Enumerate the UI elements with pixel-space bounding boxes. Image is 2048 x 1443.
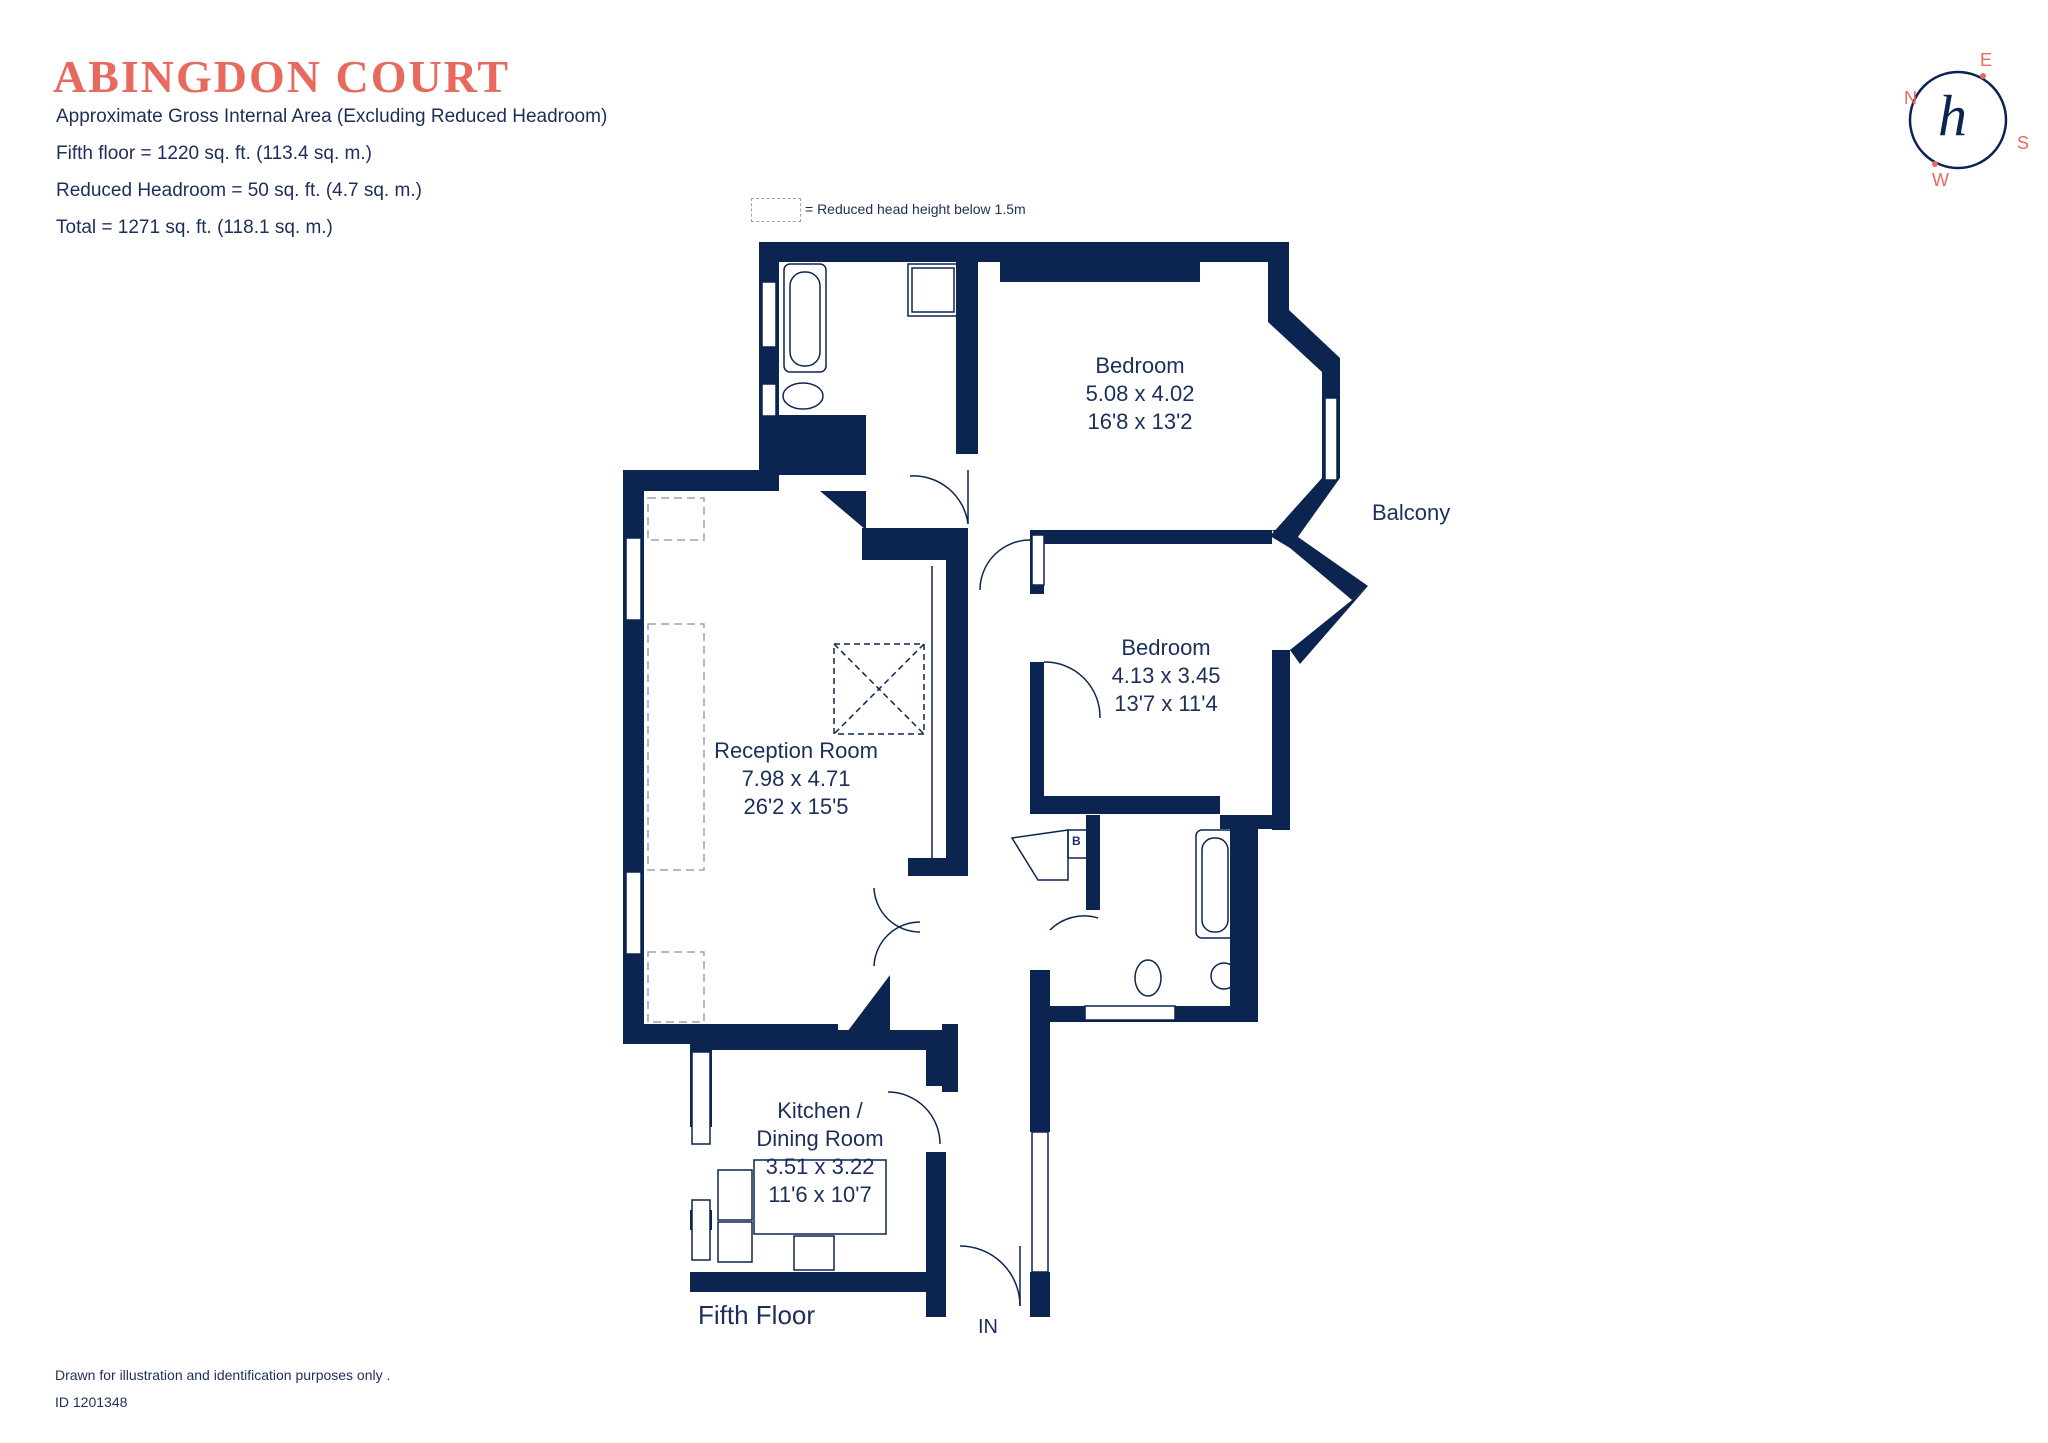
- disclaimer: Drawn for illustration and identificatio…: [55, 1367, 391, 1383]
- plan-id: ID 1201348: [55, 1394, 128, 1410]
- balcony-label: Balcony: [1372, 500, 1451, 525]
- entrance-label: IN: [978, 1316, 998, 1338]
- reception-room-label: Reception Room 7.98 x 4.71 26'2 x 15'5: [676, 737, 916, 821]
- compass-south: S: [2017, 133, 2030, 153]
- kitchen-label: Kitchen / Dining Room 3.51 x 3.22 11'6 x…: [720, 1097, 920, 1209]
- bedroom-1-label: Bedroom 5.08 x 4.02 16'8 x 13'2: [1040, 352, 1240, 436]
- fifth-floor-area: Fifth floor = 1220 sq. ft. (113.4 sq. m.…: [56, 143, 372, 164]
- windows: [625, 281, 1338, 1273]
- room-name: Bedroom: [1095, 353, 1185, 378]
- compass-west: W: [1932, 170, 1949, 190]
- room-imperial: 13'7 x 11'4: [1114, 691, 1218, 716]
- compass-ring: [1908, 70, 2008, 170]
- room-metric: 3.51 x 3.22: [765, 1154, 875, 1179]
- reduced-headroom-zones: [647, 497, 705, 1023]
- compass-east: E: [1980, 50, 1993, 70]
- room-name-line2: Dining Room: [756, 1126, 884, 1151]
- reduced-height-legend-swatch: [751, 198, 801, 222]
- door-swings: [873, 470, 1101, 1307]
- room-imperial: 26'2 x 15'5: [743, 794, 849, 819]
- area-caption: Approximate Gross Internal Area (Excludi…: [56, 106, 608, 127]
- room-imperial: 16'8 x 13'2: [1087, 409, 1193, 434]
- room-name: Bedroom: [1121, 635, 1211, 660]
- room-metric: 7.98 x 4.71: [741, 766, 851, 791]
- reduced-height-legend-label: = Reduced head height below 1.5m: [805, 201, 1026, 217]
- fixtures: [717, 263, 1238, 1271]
- reduced-headroom-area: Reduced Headroom = 50 sq. ft. (4.7 sq. m…: [56, 180, 422, 201]
- room-imperial: 11'6 x 10'7: [768, 1182, 872, 1207]
- compass-logo: [1908, 70, 2008, 170]
- room-metric: 4.13 x 3.45: [1111, 663, 1221, 688]
- brand-logo-letter: h: [1938, 83, 1967, 148]
- property-title: ABINGDON COURT: [53, 51, 511, 102]
- bedroom-2-label: Bedroom 4.13 x 3.45 13'7 x 11'4: [1066, 634, 1266, 718]
- boiler-label: B: [1072, 834, 1081, 848]
- room-metric: 5.08 x 4.02: [1085, 381, 1195, 406]
- room-name: Reception Room: [714, 738, 878, 763]
- compass-north: N: [1904, 88, 1917, 108]
- floor-label: Fifth Floor: [698, 1300, 816, 1330]
- room-name-line1: Kitchen /: [777, 1098, 863, 1123]
- total-area: Total = 1271 sq. ft. (118.1 sq. m.): [56, 217, 333, 238]
